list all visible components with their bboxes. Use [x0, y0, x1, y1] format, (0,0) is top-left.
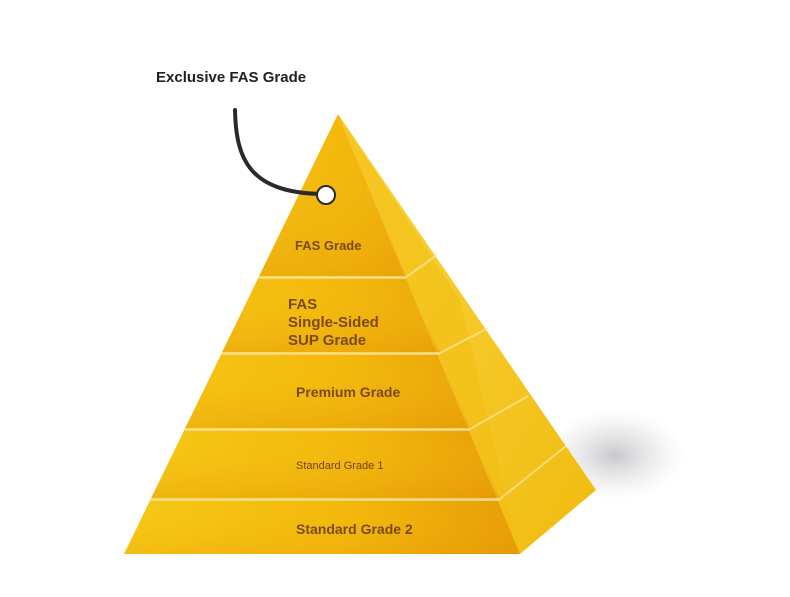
tier-label-line: FAS	[288, 296, 318, 313]
tier-band-std2	[124, 501, 520, 554]
tier-label-line: SUP Grade	[288, 332, 367, 349]
tier-label-fas-single-sided-sup-grade: FAS Single-Sided SUP Grade	[288, 296, 408, 350]
callout-title: Exclusive FAS Grade	[156, 69, 307, 86]
side-separators	[405, 254, 567, 500]
tier-label-standard-grade-1: Standard Grade 1	[296, 460, 384, 472]
tier-label-premium-grade: Premium Grade	[296, 384, 401, 400]
tier-label-standard-grade-2: Standard Grade 2	[296, 521, 413, 537]
callout-dot	[316, 185, 336, 205]
tier-separators	[151, 276, 500, 501]
tier-label-line: Single-Sided	[288, 314, 379, 331]
callout-connector-line	[233, 108, 322, 196]
tier-band-sup	[222, 279, 440, 352]
tier-band-std1	[151, 431, 500, 498]
tier-label-fas-grade: FAS Grade	[295, 238, 362, 253]
tier-band-premium	[185, 355, 470, 428]
